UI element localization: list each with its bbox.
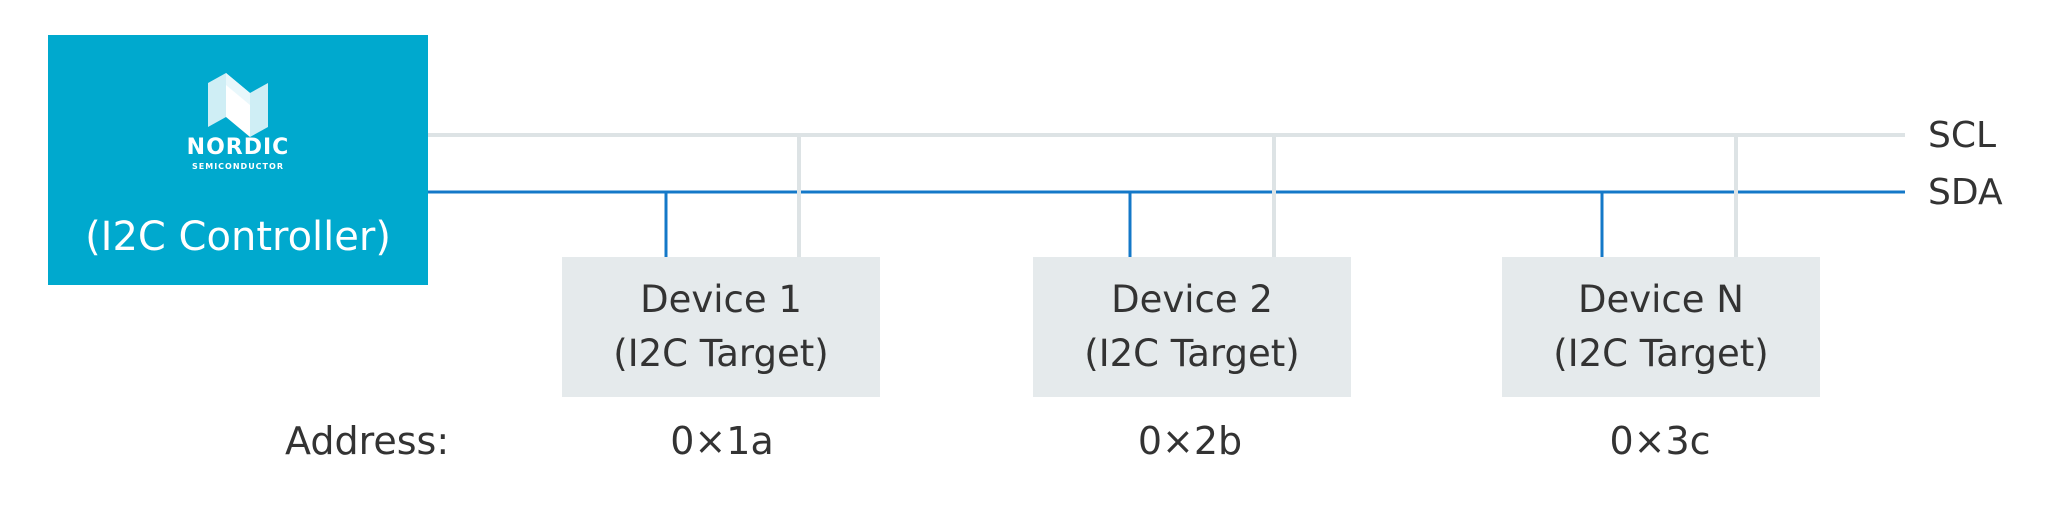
device-1-name: Device 1 [640,278,802,322]
device-n-box: Device N (I2C Target) [1502,257,1820,397]
device-1-role: (I2C Target) [613,332,829,375]
device-n-address: 0×3c [1609,419,1711,463]
device-n-role: (I2C Target) [1553,332,1769,375]
i2c-controller-box: NORDIC SEMICONDUCTOR (I2C Controller) [48,35,428,285]
device-2-address: 0×2b [1137,419,1243,463]
device-n-name: Device N [1578,278,1744,322]
sda-label: SDA [1928,172,2003,213]
brand-subtitle: SEMICONDUCTOR [192,162,284,171]
device-1-box: Device 1 (I2C Target) [562,257,880,397]
scl-label: SCL [1928,115,1997,156]
controller-label: (I2C Controller) [85,214,391,260]
address-label: Address: [285,419,450,463]
device-2-role: (I2C Target) [1084,332,1300,375]
brand-name: NORDIC [186,135,290,160]
device-1-address: 0×1a [670,419,774,463]
device-2-box: Device 2 (I2C Target) [1033,257,1351,397]
nordic-logo-icon [208,73,268,137]
device-2-name: Device 2 [1111,278,1273,322]
